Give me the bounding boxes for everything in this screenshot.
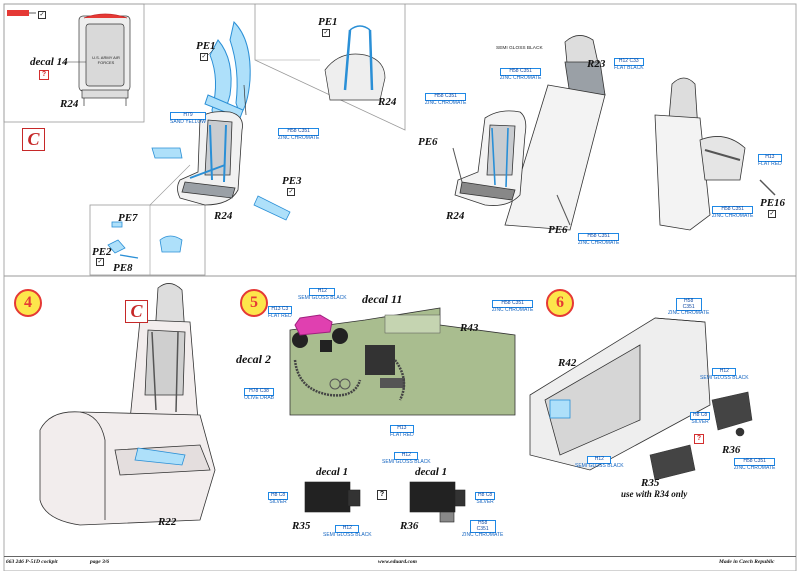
label-pe1-b: PE1 [318, 16, 338, 28]
question-icon: ? [694, 434, 704, 444]
label-r23: R23 [587, 58, 606, 70]
label-decal-14: decal 14 [30, 56, 68, 68]
pe1-inset [324, 25, 386, 101]
label-decal-2: decal 2 [236, 352, 271, 366]
label-r43: R43 [460, 322, 479, 334]
seat-r24-top [177, 111, 243, 206]
checkbox-icon: ✓ [200, 53, 208, 61]
label-r22: R22 [158, 516, 177, 528]
footer-made: Made in Czech Republic [719, 559, 775, 565]
label-r36: R36 [400, 520, 419, 532]
pe1-belts-icon [204, 21, 251, 127]
label-r35: R35 [292, 520, 311, 532]
label-pe16: PE16 [760, 197, 786, 209]
seat-text: U.S. ARMY AIR FORCES [92, 55, 120, 65]
question-icon: ? [39, 70, 49, 80]
step-c-4-marker: C [125, 300, 148, 323]
label-pe8: PE8 [113, 262, 133, 274]
label-pe7: PE7 [118, 212, 138, 224]
label-decal-11: decal 11 [362, 292, 403, 306]
inset-seat [78, 13, 131, 106]
step6-panel [529, 317, 711, 471]
footer-page: page 3/6 [90, 559, 110, 565]
checkbox-icon: ✓ [38, 11, 46, 19]
seat-right-view [654, 77, 746, 231]
step-5-marker: 5 [240, 289, 268, 317]
label-r24-c: R24 [446, 210, 465, 222]
step5-r36 [409, 481, 466, 523]
question-icon: ? [377, 490, 387, 500]
label-r24-a: R24 [214, 210, 233, 222]
label-decal-1-a: decal 1 [316, 466, 349, 478]
footer-product: 663 246 P-51D cockpit [6, 559, 58, 565]
label-r42: R42 [558, 357, 577, 369]
label-r24-b: R24 [378, 96, 397, 108]
step5-instrument-panel [289, 307, 516, 416]
step-4-marker: 4 [14, 289, 42, 317]
label-r35-note: use with R34 only [621, 489, 688, 499]
label-pe2: PE2 [92, 246, 112, 258]
seat-r23-assembly [454, 35, 606, 231]
red-bar-icon [7, 10, 29, 16]
checkbox-icon: ✓ [768, 210, 776, 218]
checkbox-icon: ✓ [322, 29, 330, 37]
step-6-marker: 6 [546, 289, 574, 317]
label-r36-b: R36 [722, 444, 741, 456]
label-decal-1-b: decal 1 [415, 466, 448, 478]
checkbox-icon: ✓ [287, 188, 295, 196]
label-pe1-a: PE1 [196, 40, 216, 52]
label-pe3: PE3 [282, 175, 302, 187]
label-r35-b: R35 [641, 477, 660, 489]
label-r24-inset: R24 [60, 98, 79, 110]
label-pe6-b: PE6 [548, 224, 568, 236]
step5-r35 [304, 481, 361, 513]
step-c-marker: C [22, 128, 45, 151]
checkbox-icon: ✓ [96, 258, 104, 266]
step6-r35 [649, 444, 696, 481]
step4-seat-assembly [39, 283, 216, 526]
label-pe6-a: PE6 [418, 136, 438, 148]
note-semi-gloss-black-1: SEMI GLOSS BLACK [496, 46, 543, 51]
footer: 663 246 P-51D cockpit page 3/6 www.eduar… [4, 556, 796, 569]
step6-r36 [711, 391, 753, 437]
footer-url: www.eduard.com [378, 559, 417, 565]
